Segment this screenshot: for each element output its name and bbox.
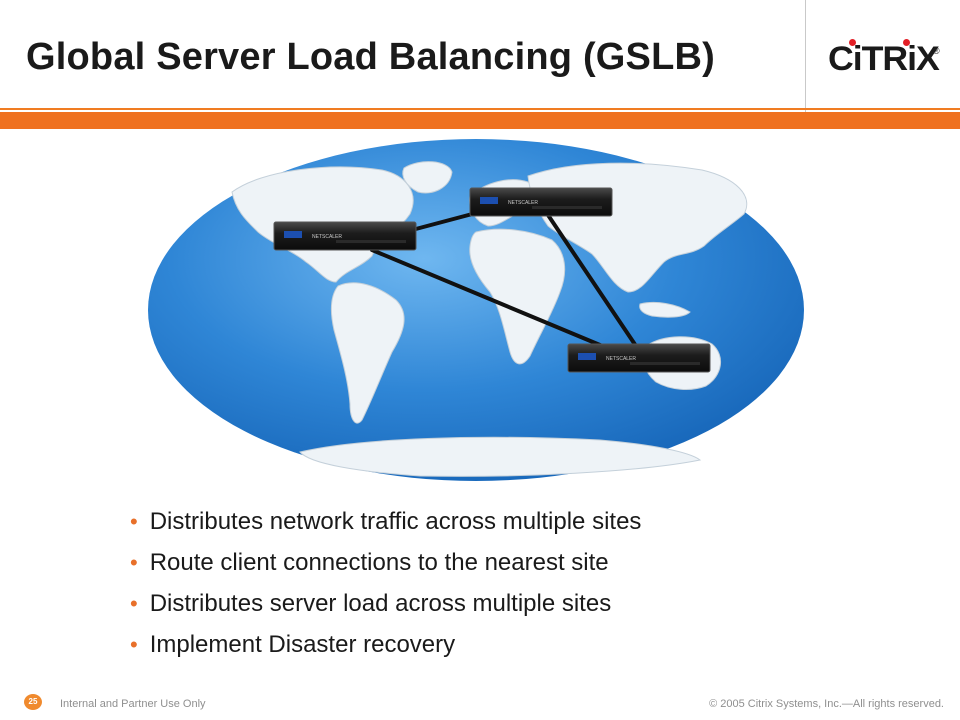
bullet-item: • Distributes network traffic across mult…: [130, 504, 641, 545]
bullet-item: • Route client connections to the nearest…: [130, 545, 641, 586]
logo-dot-icon: [849, 39, 856, 46]
indonesia-land: [639, 301, 691, 318]
accent-bar: [0, 112, 960, 129]
port-strip: [336, 240, 406, 243]
africa-land: [469, 228, 566, 365]
appliance-brand-label: NETSCALER: [606, 356, 636, 362]
accent-bar-thin: [0, 108, 960, 110]
appliance-brand-label: NETSCALER: [312, 234, 342, 240]
bullet-dot-icon: •: [130, 550, 138, 575]
server-display: [284, 231, 302, 238]
page-number-badge: 25: [24, 694, 42, 710]
bullet-text: Distributes server load across multiple …: [149, 590, 612, 617]
slide-title: Global Server Load Balancing (GSLB): [26, 36, 716, 78]
registered-mark: ®: [933, 46, 940, 56]
greenland-land: [402, 161, 453, 194]
logo-dot-icon: [903, 39, 910, 46]
bullet-text: Implement Disaster recovery: [149, 631, 456, 658]
bullet-list: • Distributes network traffic across mult…: [130, 504, 641, 668]
antarctica-land: [299, 436, 702, 477]
netscaler-appliance-europe: NETSCALER: [469, 187, 613, 217]
appliance-brand-label: NETSCALER: [508, 200, 538, 206]
bullet-dot-icon: •: [130, 509, 138, 534]
link-europe-australia: [546, 213, 638, 348]
south-america-land: [330, 282, 405, 424]
link-north-america-australia: [370, 248, 614, 352]
bullet-text: Distributes network traffic across multi…: [149, 508, 642, 535]
title-divider: [805, 0, 806, 128]
copyright-footer: © 2005 Citrix Systems, Inc.—All rights r…: [709, 698, 944, 710]
link-north-america-europe: [410, 211, 478, 232]
bullet-dot-icon: •: [130, 632, 138, 657]
bullet-item: • Implement Disaster recovery: [130, 627, 641, 668]
server-display: [480, 197, 498, 204]
netscaler-appliance-australia: NETSCALER: [567, 343, 711, 373]
bullet-dot-icon: •: [130, 591, 138, 616]
bullet-text: Route client connections to the nearest …: [149, 549, 609, 576]
port-strip: [532, 206, 602, 209]
port-strip: [630, 362, 700, 365]
citrix-logo-text: CiTRiX: [828, 40, 940, 78]
connection-lines: [370, 211, 638, 352]
server-display: [578, 353, 596, 360]
netscaler-appliance-north-america: NETSCALER: [273, 221, 417, 251]
bullet-item: • Distributes server load across multiple…: [130, 586, 641, 627]
classification-footer: Internal and Partner Use Only: [60, 698, 206, 710]
